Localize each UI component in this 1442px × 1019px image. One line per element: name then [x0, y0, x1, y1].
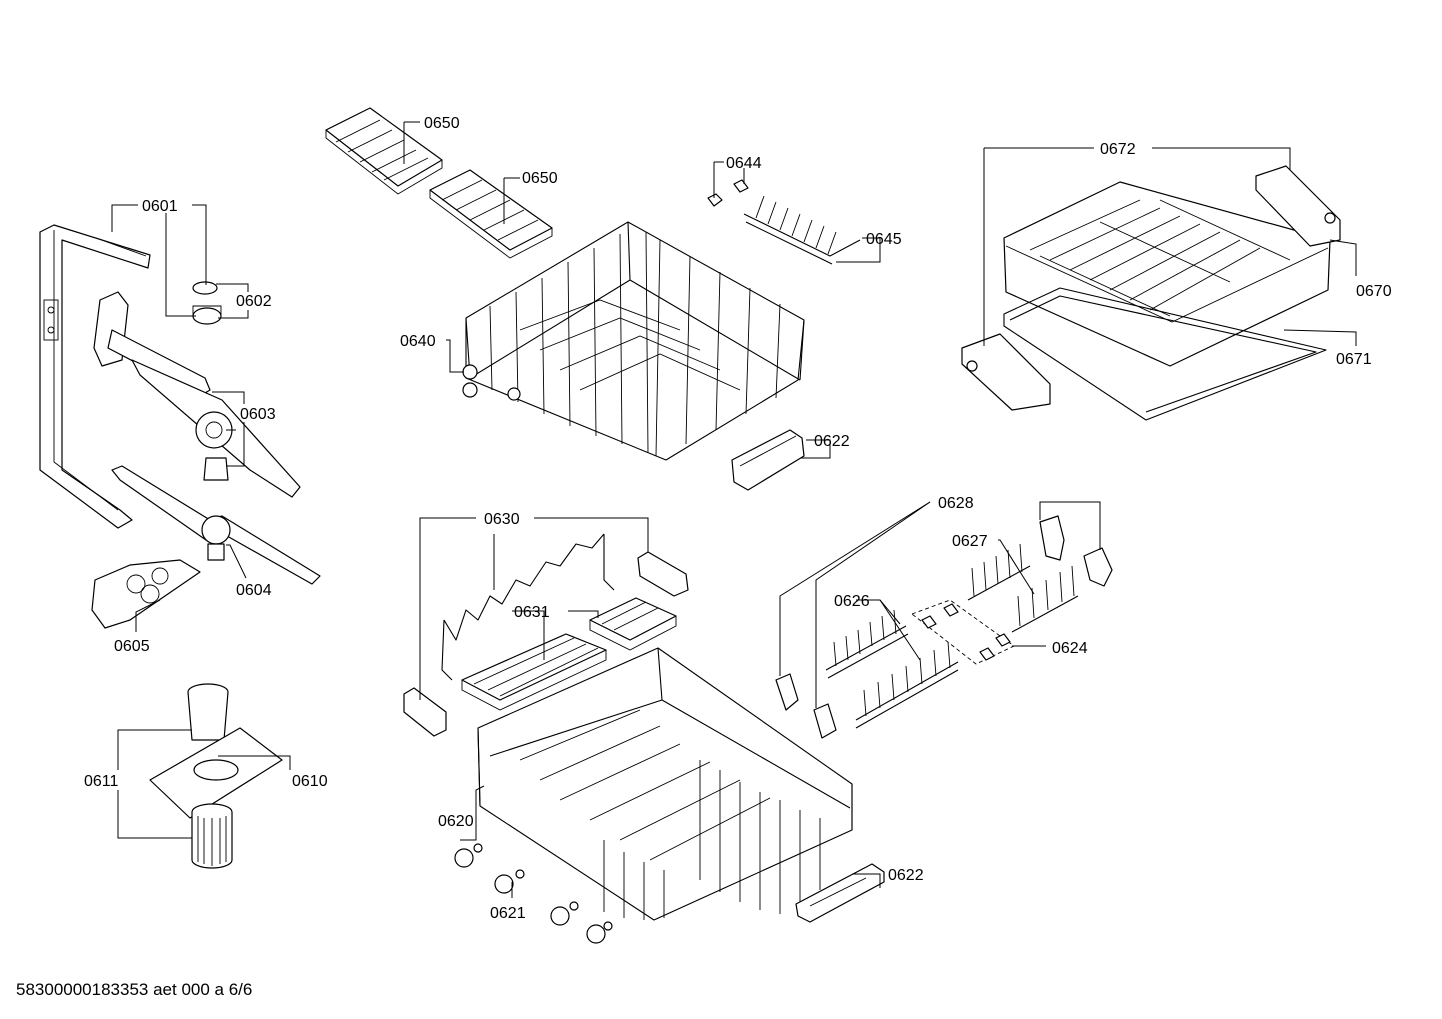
label-0610: 0610: [292, 773, 328, 790]
label-0622-upper: 0622: [814, 433, 850, 450]
cutlery-drawer-0670: [1003, 181, 1331, 367]
label-0650-bottom: 0650: [522, 170, 558, 187]
drawer-frame-0671: [1003, 287, 1327, 421]
small-nut-0602: [192, 281, 222, 325]
label-0626: 0626: [834, 593, 870, 610]
label-0631: 0631: [514, 604, 550, 621]
label-0645: 0645: [866, 231, 902, 248]
rack-0627: [967, 543, 1079, 633]
clip-0630-right: [637, 551, 689, 597]
rack-0626-right: [855, 641, 959, 729]
label-0604: 0604: [236, 582, 272, 599]
upper-spray-arm-assembly: [93, 291, 301, 498]
clip-0644: [707, 179, 749, 207]
tray-0650-top: [325, 107, 443, 195]
wheels-0621: [454, 843, 613, 944]
hinges-0628: [775, 515, 1113, 739]
lower-basket-0620: [477, 647, 853, 921]
water-supply-pipe: [39, 224, 151, 529]
clip-0630-left: [403, 687, 447, 737]
label-0603: 0603: [240, 406, 276, 423]
label-0611: 0611: [84, 773, 119, 790]
label-0622-lower: 0622: [888, 867, 924, 884]
label-0621: 0621: [490, 905, 526, 922]
label-0628: 0628: [938, 495, 974, 512]
part-labels: 0601 0602 0603 0604 0605 0610 0611 0650 …: [84, 115, 1392, 922]
filter-plate-0605: [91, 559, 201, 629]
rack-0626-left: [825, 609, 909, 679]
drawer-bracket-0672: [961, 165, 1341, 411]
label-0630: 0630: [484, 511, 520, 528]
label-0671: 0671: [1336, 351, 1372, 368]
label-0605: 0605: [114, 638, 150, 655]
tray-0631-left: [461, 633, 607, 711]
wire-guide-0630: [441, 533, 615, 681]
label-0672: 0672: [1100, 141, 1136, 158]
label-0624: 0624: [1052, 640, 1088, 657]
handle-0622-lower: [795, 863, 885, 923]
upper-basket-0640: [462, 221, 805, 461]
label-0602: 0602: [236, 293, 272, 310]
label-0640: 0640: [400, 333, 436, 350]
clips-0624: [911, 599, 1015, 665]
label-0650-top: 0650: [424, 115, 460, 132]
tray-0631-right: [589, 597, 677, 651]
label-0601: 0601: [142, 198, 178, 215]
label-0627: 0627: [952, 533, 988, 550]
label-0644: 0644: [726, 155, 762, 172]
document-code: 58300000183353 aet 000 a 6/6: [16, 980, 253, 999]
label-0620: 0620: [438, 813, 474, 830]
holder-0622-upper: [731, 429, 805, 491]
leader-lines: [111, 121, 1357, 898]
filter-assembly-0610-0611: [149, 683, 283, 869]
lower-spray-arm: [111, 465, 321, 585]
tray-0650-bottom: [429, 169, 553, 259]
rack-0645: [743, 195, 861, 265]
label-0670: 0670: [1356, 283, 1392, 300]
